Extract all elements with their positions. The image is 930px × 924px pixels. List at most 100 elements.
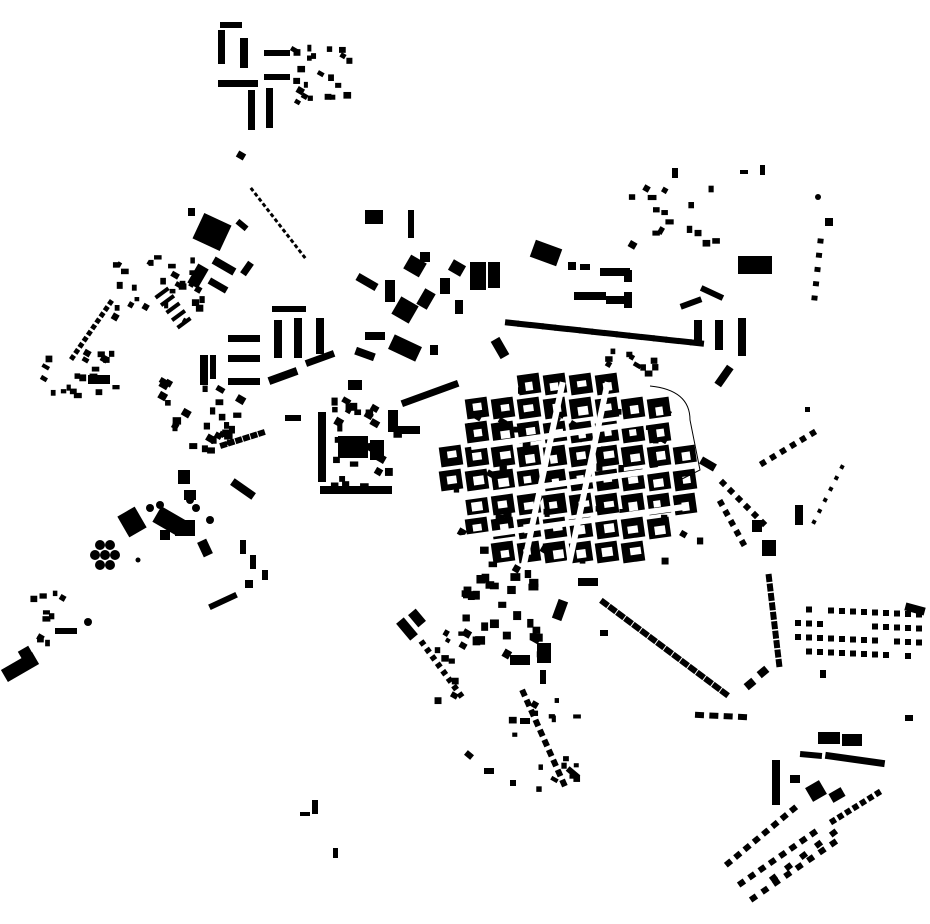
building <box>522 439 531 448</box>
courtyard <box>500 430 511 440</box>
building <box>228 378 260 385</box>
building <box>679 657 690 669</box>
building <box>824 751 886 768</box>
building <box>408 210 414 238</box>
building <box>440 668 449 677</box>
building <box>535 633 543 642</box>
building <box>164 378 174 388</box>
courtyard <box>654 525 666 536</box>
building <box>740 170 748 174</box>
building <box>343 91 352 99</box>
building <box>563 756 569 762</box>
building <box>461 628 473 639</box>
building <box>631 621 642 633</box>
building <box>817 649 823 655</box>
building <box>328 74 334 81</box>
building <box>188 280 196 288</box>
building <box>470 262 486 290</box>
building <box>48 613 55 620</box>
courtyard <box>653 500 661 508</box>
building <box>551 598 569 622</box>
building <box>775 658 783 668</box>
building <box>211 256 237 276</box>
building <box>462 590 471 599</box>
building <box>218 413 226 421</box>
building <box>858 798 868 807</box>
building <box>107 299 114 306</box>
building <box>817 635 823 641</box>
building <box>524 570 532 579</box>
building <box>348 380 362 390</box>
building <box>224 432 233 440</box>
building <box>851 802 860 812</box>
building <box>628 332 643 341</box>
building <box>517 320 532 329</box>
building <box>264 50 290 56</box>
building <box>489 582 499 590</box>
building <box>599 597 610 609</box>
courtyard <box>473 428 483 438</box>
building <box>687 663 698 675</box>
building <box>0 651 40 683</box>
building <box>771 877 781 887</box>
building <box>180 407 192 419</box>
building <box>788 842 798 852</box>
storage-tank <box>156 501 164 509</box>
building <box>794 862 804 872</box>
building <box>154 255 162 260</box>
building <box>765 573 773 583</box>
building <box>472 590 480 600</box>
building <box>872 651 878 658</box>
building <box>189 443 198 450</box>
building <box>266 88 273 128</box>
building <box>783 869 793 879</box>
building <box>160 277 166 285</box>
building <box>652 364 659 371</box>
building <box>188 208 195 216</box>
building <box>332 406 338 413</box>
building <box>833 475 840 481</box>
building <box>805 780 827 802</box>
building <box>615 609 626 621</box>
building <box>772 760 780 805</box>
building <box>623 615 634 627</box>
building <box>200 355 208 385</box>
building <box>58 594 67 602</box>
building <box>311 53 317 59</box>
building <box>511 564 522 574</box>
building <box>708 185 714 193</box>
building <box>828 635 834 642</box>
building <box>709 712 719 719</box>
building <box>766 583 774 592</box>
building <box>798 851 809 860</box>
building <box>498 601 507 608</box>
building <box>488 262 500 288</box>
building <box>806 606 812 613</box>
building <box>297 248 303 254</box>
building <box>503 510 512 518</box>
building <box>300 92 309 101</box>
building <box>17 645 35 663</box>
building <box>485 581 495 589</box>
courtyard <box>627 476 639 485</box>
building <box>828 787 846 803</box>
building <box>650 357 658 364</box>
building <box>873 788 883 798</box>
building <box>209 407 216 415</box>
building <box>85 329 93 337</box>
building <box>388 410 398 432</box>
building <box>447 259 467 277</box>
building <box>580 264 590 270</box>
building <box>442 629 450 637</box>
building <box>694 320 702 344</box>
building <box>769 611 777 621</box>
building <box>154 286 170 300</box>
building <box>742 843 752 853</box>
building <box>828 607 834 614</box>
building <box>131 284 137 291</box>
building <box>192 212 232 252</box>
building <box>528 583 539 591</box>
building <box>249 187 255 192</box>
building <box>843 807 853 816</box>
building <box>42 610 50 615</box>
